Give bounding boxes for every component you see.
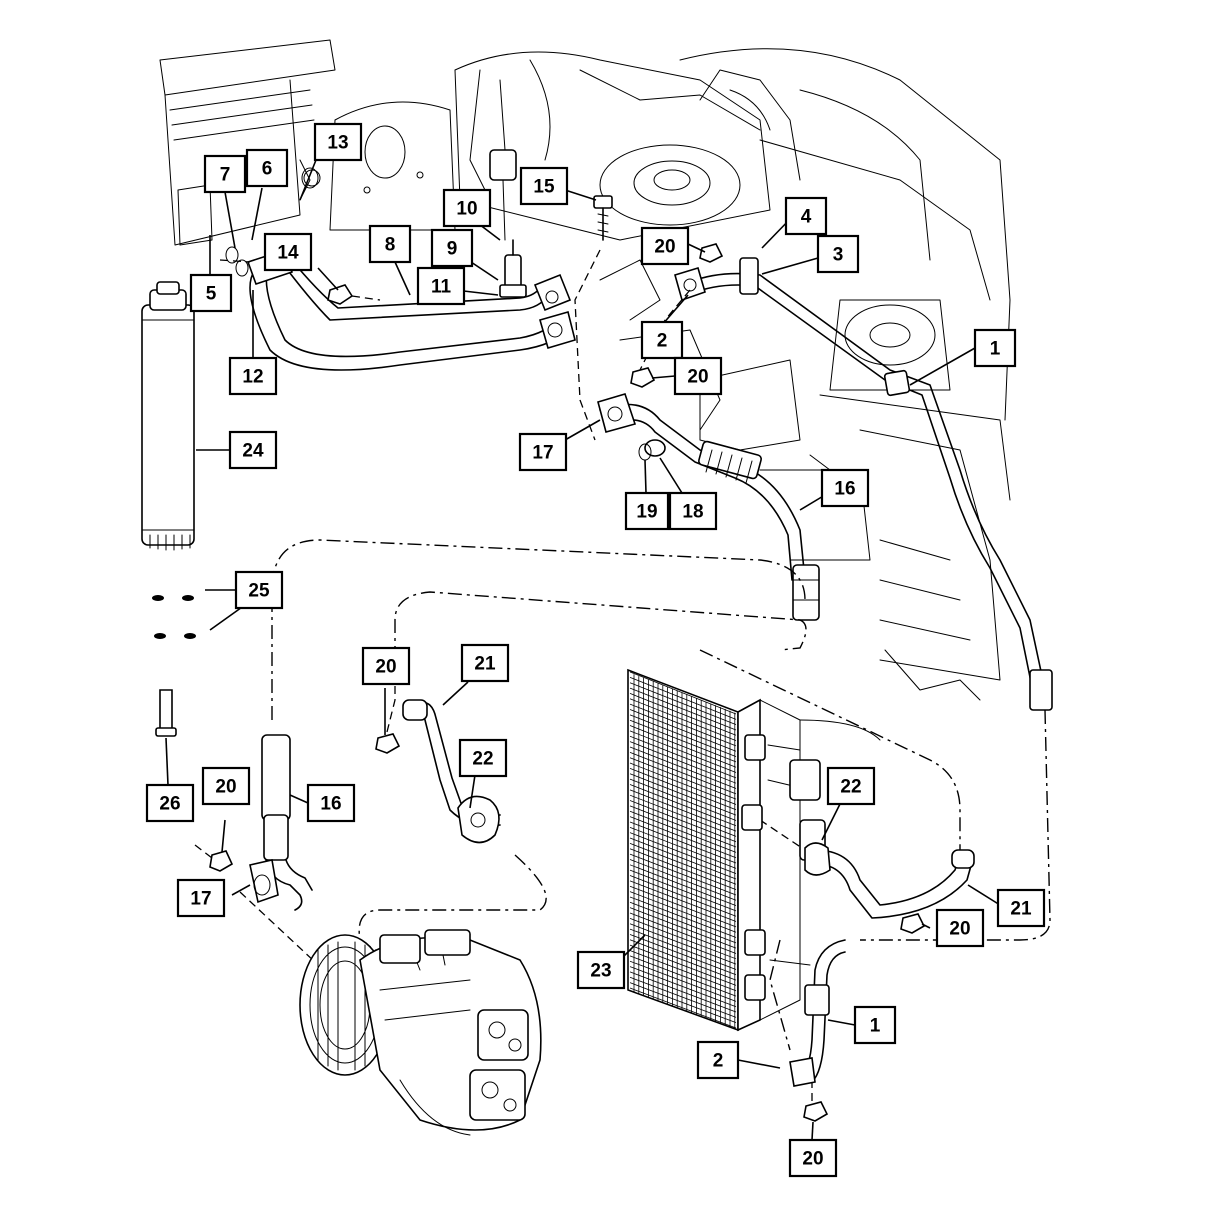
callout-22-right: 22 bbox=[826, 766, 876, 806]
svg-text:22: 22 bbox=[840, 777, 861, 798]
svg-text:21: 21 bbox=[1010, 899, 1032, 920]
svg-text:4: 4 bbox=[801, 207, 812, 228]
callout-7: 7 bbox=[203, 154, 247, 194]
condenser-23 bbox=[627, 668, 975, 1122]
callout-21-center: 21 bbox=[460, 643, 510, 683]
callout-8: 8 bbox=[368, 224, 412, 264]
svg-text:19: 19 bbox=[636, 502, 657, 523]
callout-23: 23 bbox=[576, 950, 626, 990]
callout-20-top: 20 bbox=[640, 226, 690, 266]
svg-text:26: 26 bbox=[159, 794, 180, 815]
callout-13: 13 bbox=[313, 122, 363, 162]
svg-text:1: 1 bbox=[870, 1016, 881, 1037]
callout-21-right: 21 bbox=[996, 888, 1046, 928]
callout-24: 24 bbox=[228, 430, 278, 470]
svg-text:1: 1 bbox=[990, 339, 1001, 360]
svg-text:5: 5 bbox=[206, 284, 217, 305]
callout-5: 5 bbox=[189, 273, 233, 313]
callout-2-upper: 2 bbox=[640, 320, 684, 360]
callout-18: 18 bbox=[668, 491, 718, 531]
callout-4: 4 bbox=[784, 196, 828, 236]
svg-text:20: 20 bbox=[215, 777, 236, 798]
callout-17-lower: 17 bbox=[176, 878, 226, 918]
callout-6: 6 bbox=[245, 148, 289, 188]
pressure-switch-group bbox=[489, 149, 613, 298]
svg-text:2: 2 bbox=[713, 1051, 724, 1072]
callout-9: 9 bbox=[430, 228, 474, 268]
callout-17-center: 17 bbox=[518, 432, 568, 472]
discharge-hose-21 bbox=[375, 699, 501, 844]
svg-text:24: 24 bbox=[242, 441, 264, 462]
callout-20-center: 20 bbox=[673, 356, 723, 396]
callout-10: 10 bbox=[442, 188, 492, 228]
svg-text:2: 2 bbox=[657, 331, 668, 352]
svg-text:12: 12 bbox=[242, 367, 263, 388]
svg-text:25: 25 bbox=[248, 581, 270, 602]
svg-text:16: 16 bbox=[320, 794, 341, 815]
callout-22-center: 22 bbox=[458, 738, 508, 778]
svg-text:20: 20 bbox=[949, 919, 970, 940]
suction-hose-lower bbox=[194, 734, 421, 1061]
svg-text:20: 20 bbox=[687, 367, 708, 388]
svg-text:17: 17 bbox=[532, 443, 553, 464]
svg-text:20: 20 bbox=[802, 1149, 823, 1170]
ac-compressor bbox=[299, 929, 542, 1136]
callout-14: 14 bbox=[263, 232, 313, 272]
svg-text:14: 14 bbox=[277, 243, 299, 264]
callout-15: 15 bbox=[519, 166, 569, 206]
svg-text:18: 18 bbox=[682, 502, 703, 523]
svg-text:10: 10 bbox=[456, 199, 477, 220]
suction-hose-center bbox=[574, 249, 820, 621]
callout-20-right: 20 bbox=[935, 908, 985, 948]
callout-12: 12 bbox=[228, 356, 278, 396]
svg-text:9: 9 bbox=[447, 239, 458, 260]
svg-text:6: 6 bbox=[262, 159, 273, 180]
callout-11: 11 bbox=[416, 266, 466, 306]
callout-25: 25 bbox=[234, 570, 284, 610]
svg-text:20: 20 bbox=[375, 657, 396, 678]
callout-3: 3 bbox=[816, 234, 860, 274]
svg-text:22: 22 bbox=[472, 749, 493, 770]
callout-20-hose: 20 bbox=[361, 646, 411, 686]
svg-text:20: 20 bbox=[654, 237, 675, 258]
callout-16-lower: 16 bbox=[306, 783, 356, 823]
callout-1-upper: 1 bbox=[973, 328, 1017, 368]
svg-text:21: 21 bbox=[474, 654, 496, 675]
receiver-drier-24 bbox=[141, 281, 196, 737]
leader-lines bbox=[165, 149, 1001, 1141]
svg-text:16: 16 bbox=[834, 479, 855, 500]
callout-20-bottom: 20 bbox=[788, 1138, 838, 1178]
svg-text:23: 23 bbox=[590, 961, 611, 982]
svg-text:8: 8 bbox=[385, 235, 396, 256]
vehicle-body-structure bbox=[159, 39, 1011, 701]
callout-labels: 1 1 2 2 3 4 5 6 7 8 9 10 11 12 13 14 15 … bbox=[145, 122, 1046, 1178]
callout-20-left: 20 bbox=[201, 766, 251, 806]
callout-16-center: 16 bbox=[820, 468, 870, 508]
svg-text:15: 15 bbox=[533, 177, 555, 198]
svg-text:13: 13 bbox=[327, 133, 348, 154]
upper-ac-line bbox=[219, 167, 576, 371]
svg-text:17: 17 bbox=[190, 889, 211, 910]
callout-19: 19 bbox=[624, 491, 670, 531]
callout-1-lower: 1 bbox=[853, 1005, 897, 1045]
svg-text:3: 3 bbox=[833, 245, 844, 266]
callout-2-lower: 2 bbox=[696, 1040, 740, 1080]
svg-text:11: 11 bbox=[431, 277, 452, 298]
svg-text:7: 7 bbox=[220, 165, 231, 186]
liquid-line-upper bbox=[639, 243, 1053, 711]
callout-26: 26 bbox=[145, 783, 195, 823]
